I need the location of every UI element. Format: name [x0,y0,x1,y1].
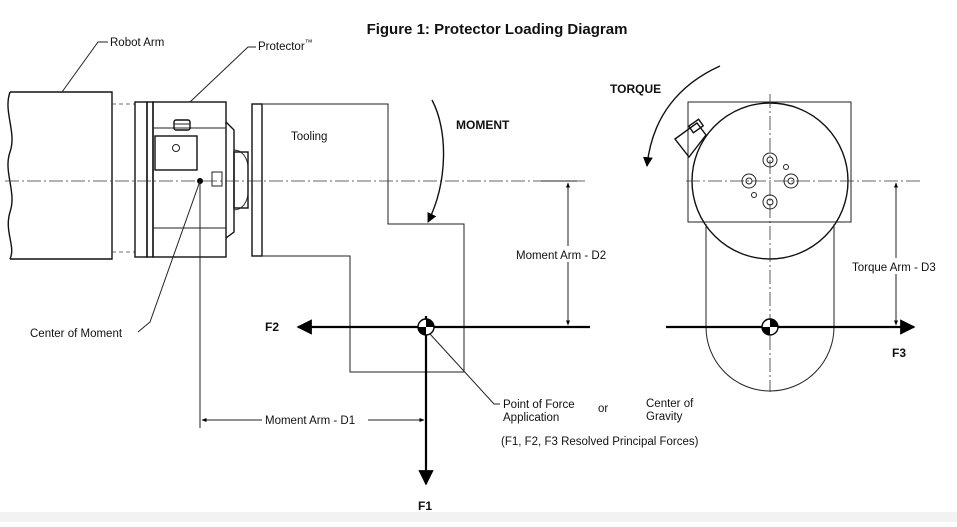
torque-label: TORQUE [610,82,661,96]
protector-leader [189,46,256,103]
point-of-force-label-1: Point of Force [503,399,575,411]
d1-label-bg [262,412,368,428]
moment-arm-d1-label: Moment Arm - D1 [265,415,355,427]
torque-arm-d3-label: Torque Arm - D3 [852,262,936,274]
torque-arrow [643,65,721,167]
f2-label: F2 [265,320,279,334]
bolt-pattern [741,152,799,210]
center-of-moment-label: Center of Moment [30,328,123,340]
center-of-gravity-label-2: Gravity [646,411,683,423]
front-sensor-knob [674,118,707,159]
robot-arm-leader [61,41,108,93]
front-mount-square [687,101,852,223]
tooling-plate [251,103,263,257]
center-of-gravity-symbol [761,318,779,336]
protector-label: Protector™ [258,38,313,53]
moment-arrow [427,99,445,223]
point-of-force-leader [429,333,500,405]
bottom-band [0,512,957,522]
d3-label-bg [848,258,952,274]
protector-trademark: ™ [305,38,313,47]
center-of-gravity-label-1: Center of [646,398,694,410]
robot-arm-body [7,91,113,260]
f1-label: F1 [418,499,432,513]
or-label: or [598,403,608,415]
point-of-force-symbol [417,318,435,336]
center-of-moment-leader [137,180,201,333]
resolved-forces-note: (F1, F2, F3 Resolved Principal Forces) [501,436,699,448]
tooling-outline [262,103,465,373]
moment-label: MOMENT [456,118,510,132]
d2-label-bg [512,246,624,262]
f3-label: F3 [892,346,906,360]
protector-label-text: Protector [258,41,305,53]
figure-title: Figure 1: Protector Loading Diagram [367,21,628,38]
moment-arm-d2-label: Moment Arm - D2 [516,250,606,262]
protector-body [134,101,249,258]
tooling-label: Tooling [291,131,327,143]
robot-arm-label: Robot Arm [110,37,164,49]
point-of-force-label-2: Application [503,412,559,424]
